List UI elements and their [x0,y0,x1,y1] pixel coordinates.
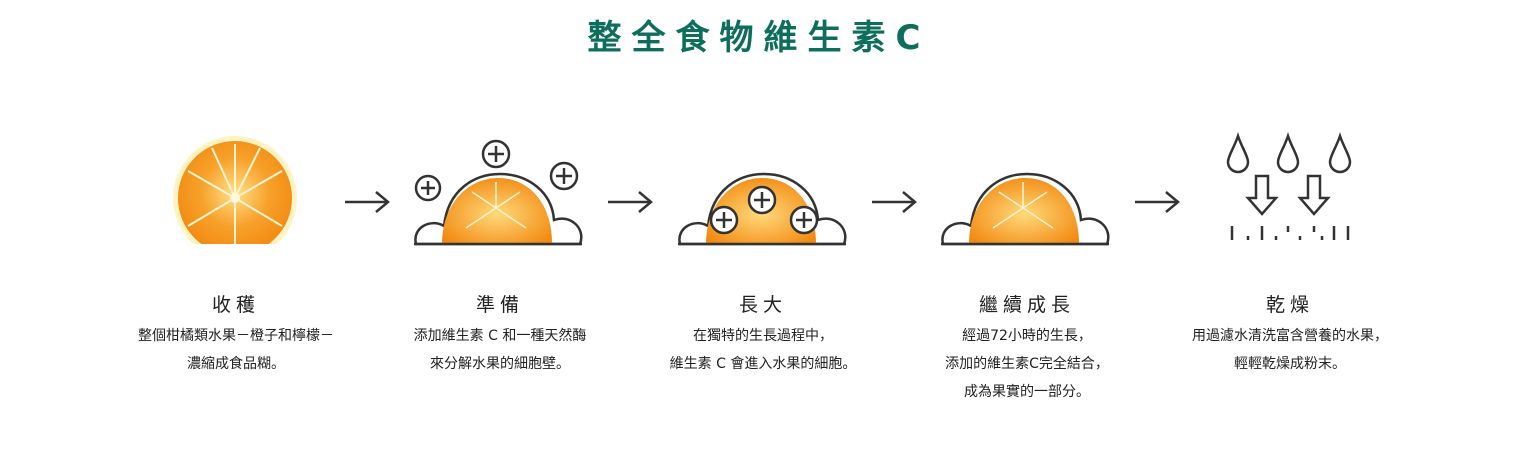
page-title: 整全食物維生素C [587,18,931,58]
step-label-grow: 長大 [738,294,787,316]
step-desc-continue-growing: 經過72小時的生長， 添加的維生素C完全結合， 成為果實的一部分。 [945,328,1109,400]
step-label-dry: 乾燥 [1265,294,1314,316]
orange-with-plus-icon [414,139,583,246]
right-arrow-icon [1135,191,1180,213]
right-arrow-icon [345,191,390,213]
step-label-prepare: 準備 [475,294,524,316]
right-arrow-icon [872,191,917,213]
orange-plus-inside-icon [678,172,847,246]
step-label-harvest: 收穫 [211,294,260,316]
step-desc-prepare: 添加維生素 C 和一種天然酶 來分解水果的細胞壁。 [413,328,587,372]
step-desc-dry: 用過濾水清洗富含營養的水果， 輕輕乾燥成粉末。 [1192,328,1388,372]
step-label-continue-growing: 繼續成長 [978,294,1075,316]
orange-bubble-icon [941,172,1110,246]
step-desc-harvest: 整個柑橘類水果－橙子和檸檬－ 濃縮成食品糊。 [138,328,334,372]
right-arrow-icon [608,191,653,213]
drying-drops-icon [1226,132,1352,240]
orange-slice-icon [173,136,297,244]
step-desc-grow: 在獨特的生長過程中， 維生素 C 會進入水果的細胞。 [669,328,857,372]
